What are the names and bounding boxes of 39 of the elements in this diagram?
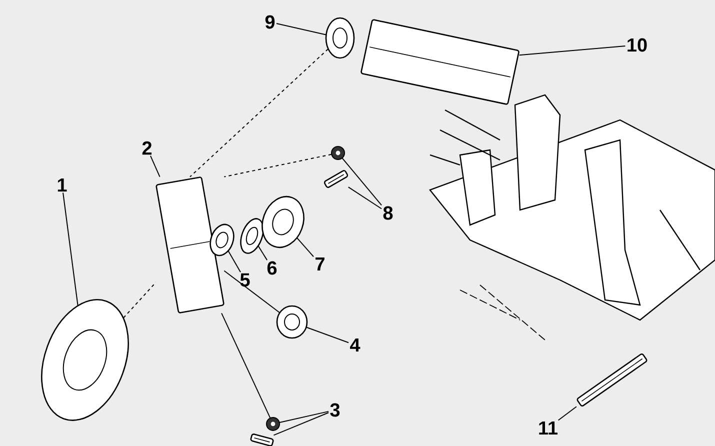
leader-line xyxy=(258,246,268,261)
leader-line xyxy=(518,46,626,56)
leader-line xyxy=(221,312,271,418)
leader-line xyxy=(224,270,280,314)
bolt xyxy=(324,170,348,188)
leader-line xyxy=(276,22,326,36)
bolt xyxy=(250,434,274,446)
callout-number: 8 xyxy=(383,206,393,220)
leader-line xyxy=(150,155,160,178)
leader-line xyxy=(224,154,332,178)
callout-number: 9 xyxy=(265,15,275,29)
callout-number: 11 xyxy=(539,421,558,435)
callout-number: 5 xyxy=(240,273,250,287)
leader-line xyxy=(273,412,330,436)
leader-line xyxy=(296,237,314,258)
ball-joint xyxy=(276,305,308,339)
pin xyxy=(576,354,648,406)
leader-line xyxy=(558,406,577,421)
leader-line xyxy=(348,186,382,210)
callout-number: 10 xyxy=(628,38,647,52)
control-arm xyxy=(360,19,520,105)
leader-line xyxy=(122,282,156,318)
leader-line xyxy=(306,326,350,344)
leader-line xyxy=(342,158,382,206)
callout-number: 2 xyxy=(142,141,152,155)
callout-number: 3 xyxy=(330,403,340,417)
bearing xyxy=(210,224,234,256)
ball-joint xyxy=(325,17,355,59)
leader-line xyxy=(62,192,78,306)
callout-number: 4 xyxy=(350,338,360,352)
leader-line xyxy=(279,410,330,423)
callout-number: 1 xyxy=(58,178,67,192)
callout-number: 6 xyxy=(267,261,277,275)
leader-line xyxy=(190,48,329,178)
brake-shield xyxy=(41,299,129,421)
steering-knuckle xyxy=(156,176,224,314)
leader-line xyxy=(228,250,241,273)
ring-seal xyxy=(240,218,264,254)
callout-number: 7 xyxy=(316,257,324,271)
